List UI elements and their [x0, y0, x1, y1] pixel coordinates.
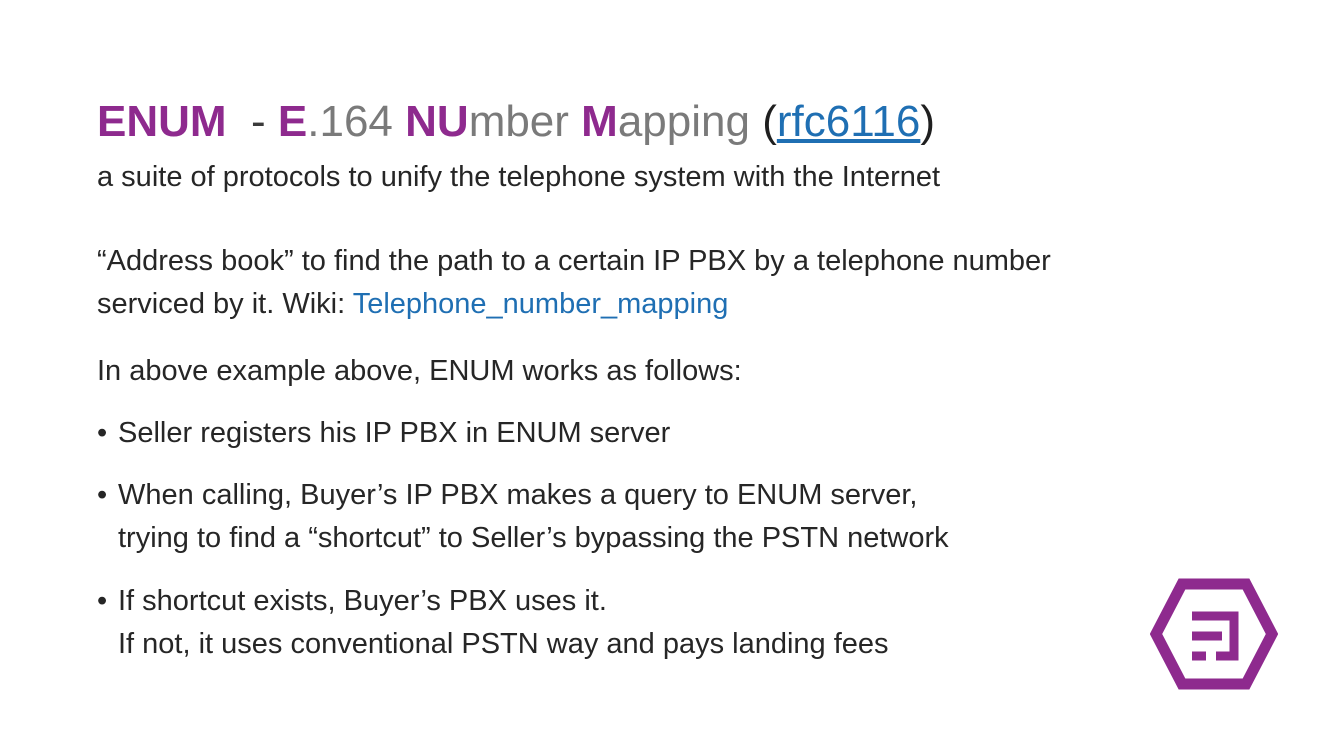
subtitle: a suite of protocols to unify the teleph… — [97, 161, 941, 193]
bullet-dot: • — [97, 585, 108, 617]
paragraph-text: “Address book” to find the path to a cer… — [97, 245, 1051, 320]
title-apping: apping — [617, 97, 763, 146]
slide-title: ENUM - E.164 NUmber Mapping (rfc6116) — [97, 94, 935, 150]
title-e-rest: .164 — [307, 97, 406, 146]
title-dash: - — [226, 97, 278, 146]
wiki-link[interactable]: Telephone_number_mapping — [352, 288, 729, 320]
title-enum: ENUM — [97, 97, 227, 146]
title-m: M — [581, 97, 618, 146]
bullet-dot: • — [97, 417, 108, 449]
enum-hexagon-logo-icon — [1150, 578, 1278, 690]
rfc-link[interactable]: rfc6116 — [776, 97, 921, 146]
title-paren-open: ( — [762, 97, 777, 146]
bullet-text: If shortcut exists, Buyer’s PBX uses it. — [118, 585, 607, 617]
bullet-text-continued: If not, it uses conventional PSTN way an… — [118, 628, 889, 660]
list-item: • Seller registers his IP PBX in ENUM ser… — [97, 412, 670, 455]
address-book-paragraph: “Address book” to find the path to a cer… — [97, 240, 1147, 326]
title-nu: NU — [405, 97, 469, 146]
bullet-dot: • — [97, 479, 108, 511]
list-item: • When calling, Buyer’s IP PBX makes a qu… — [97, 474, 949, 560]
bullet-text-continued: trying to find a “shortcut” to Seller’s … — [118, 522, 949, 554]
title-mber: mber — [468, 97, 582, 146]
bullet-text: Seller registers his IP PBX in ENUM serv… — [118, 417, 671, 449]
list-item: • If shortcut exists, Buyer’s PBX uses it… — [97, 580, 889, 666]
bullet-text: When calling, Buyer’s IP PBX makes a que… — [118, 479, 918, 511]
intro-text: In above example above, ENUM works as fo… — [97, 355, 742, 387]
title-e-letter: E — [277, 97, 308, 146]
title-paren-close: ) — [920, 97, 935, 146]
